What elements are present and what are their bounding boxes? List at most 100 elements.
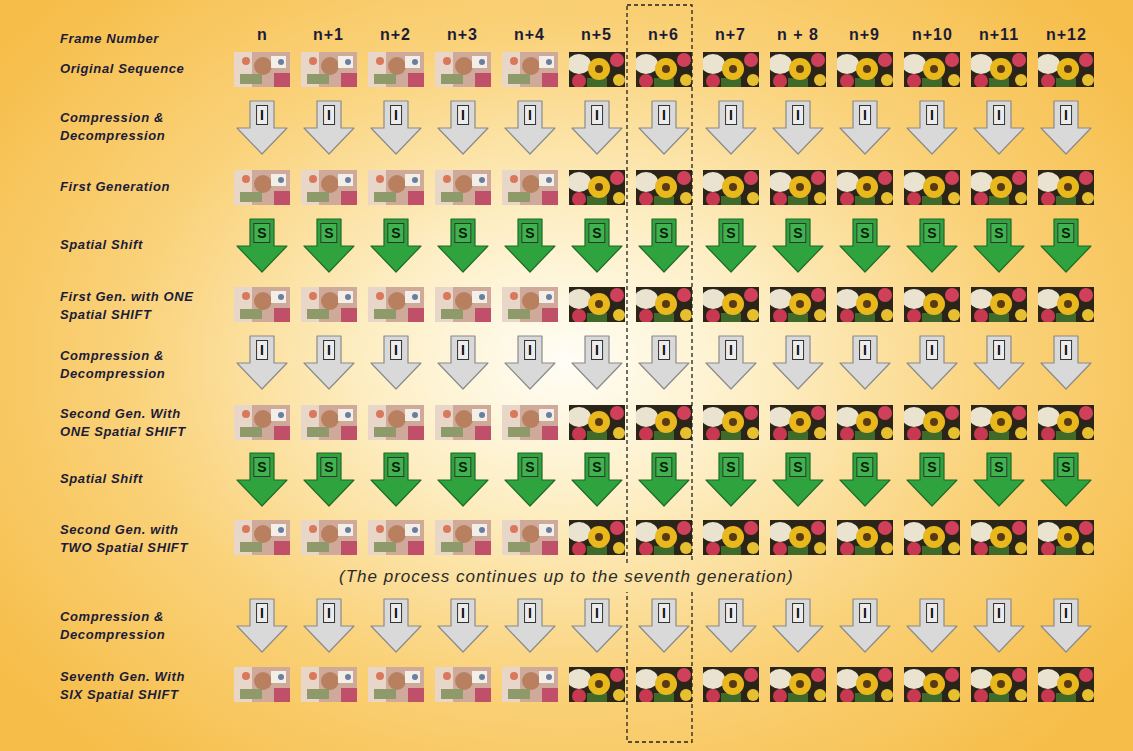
step-letter: I: [457, 340, 469, 360]
step-letter: I: [256, 603, 268, 623]
frame-number: n+7: [715, 26, 746, 44]
spatial-shift-step: S: [504, 452, 556, 507]
compression-step: I: [303, 598, 355, 653]
compression-step: I: [839, 100, 891, 155]
step-letter: I: [926, 105, 938, 125]
step-letter: I: [792, 340, 804, 360]
row-label: Second Gen. with TWO Spatial SHIFT: [60, 521, 200, 557]
step-letter: I: [256, 340, 268, 360]
step-letter: I: [725, 340, 737, 360]
spatial-shift-step: S: [705, 452, 757, 507]
compression-step: I: [973, 598, 1025, 653]
step-letter: I: [591, 105, 603, 125]
step-letter: I: [926, 603, 938, 623]
step-letter: S: [655, 223, 672, 243]
frame-number: n+9: [849, 26, 880, 44]
step-letter: S: [387, 457, 404, 477]
row-label: Second Gen. With ONE Spatial SHIFT: [60, 405, 200, 441]
step-letter: I: [658, 603, 670, 623]
step-letter: S: [253, 457, 270, 477]
compression-step: I: [705, 100, 757, 155]
step-letter: S: [856, 457, 873, 477]
compression-step: I: [370, 100, 422, 155]
compression-step: I: [437, 100, 489, 155]
step-letter: I: [993, 340, 1005, 360]
step-letter: S: [789, 457, 806, 477]
step-letter: I: [390, 603, 402, 623]
row-label: Spatial Shift: [60, 236, 200, 254]
row-label: Compression & Decompression: [60, 608, 200, 644]
compression-step: I: [638, 100, 690, 155]
spatial-shift-step: S: [839, 452, 891, 507]
frame-number: n+4: [514, 26, 545, 44]
compression-step: I: [1040, 100, 1092, 155]
step-letter: S: [856, 223, 873, 243]
step-letter: I: [792, 105, 804, 125]
row-label: Seventh Gen. With SIX Spatial SHIFT: [60, 668, 200, 704]
spatial-shift-step: S: [303, 218, 355, 273]
spatial-shift-step: S: [236, 452, 288, 507]
compression-step: I: [1040, 335, 1092, 390]
spatial-shift-step: S: [839, 218, 891, 273]
step-letter: S: [722, 457, 739, 477]
step-letter: I: [323, 105, 335, 125]
step-letter: I: [658, 105, 670, 125]
spatial-shift-step: S: [973, 452, 1025, 507]
step-letter: I: [859, 603, 871, 623]
step-letter: I: [390, 340, 402, 360]
compression-step: I: [303, 335, 355, 390]
step-letter: S: [990, 457, 1007, 477]
row-label: Compression & Decompression: [60, 109, 200, 145]
compression-step: I: [973, 100, 1025, 155]
compression-step: I: [839, 598, 891, 653]
frame-number: n+11: [979, 26, 1019, 44]
step-letter: S: [722, 223, 739, 243]
compression-step: I: [839, 335, 891, 390]
compression-step: I: [772, 335, 824, 390]
frame-number: n+6: [648, 26, 679, 44]
spatial-shift-step: S: [236, 218, 288, 273]
step-letter: S: [588, 457, 605, 477]
step-letter: I: [256, 105, 268, 125]
step-letter: I: [323, 340, 335, 360]
compression-step: I: [437, 598, 489, 653]
spatial-shift-step: S: [638, 218, 690, 273]
row-label: Original Sequence: [60, 60, 200, 78]
frame-number: n: [257, 26, 268, 44]
step-letter: S: [320, 223, 337, 243]
spatial-shift-step: S: [638, 452, 690, 507]
step-letter: I: [390, 105, 402, 125]
step-letter: S: [990, 223, 1007, 243]
step-letter: S: [454, 457, 471, 477]
step-letter: I: [524, 105, 536, 125]
step-letter: I: [524, 340, 536, 360]
step-letter: S: [588, 223, 605, 243]
compression-step: I: [236, 335, 288, 390]
step-letter: I: [1060, 105, 1072, 125]
step-letter: S: [1057, 223, 1074, 243]
spatial-shift-step: S: [1040, 218, 1092, 273]
spatial-shift-step: S: [370, 218, 422, 273]
compression-step: I: [370, 335, 422, 390]
compression-step: I: [437, 335, 489, 390]
compression-step: I: [906, 100, 958, 155]
spatial-shift-step: S: [504, 218, 556, 273]
compression-step: I: [906, 598, 958, 653]
step-letter: I: [859, 340, 871, 360]
row-label: First Gen. with ONE Spatial SHIFT: [60, 288, 200, 324]
step-letter: I: [457, 105, 469, 125]
step-letter: S: [789, 223, 806, 243]
step-letter: I: [457, 603, 469, 623]
step-letter: I: [993, 105, 1005, 125]
compression-step: I: [504, 335, 556, 390]
row-label: Compression & Decompression: [60, 347, 200, 383]
compression-step: I: [571, 100, 623, 155]
compression-step: I: [705, 335, 757, 390]
step-letter: S: [923, 223, 940, 243]
compression-step: I: [504, 100, 556, 155]
compression-step: I: [504, 598, 556, 653]
step-letter: I: [792, 603, 804, 623]
spatial-shift-step: S: [973, 218, 1025, 273]
frame-number: n+2: [380, 26, 411, 44]
step-letter: I: [524, 603, 536, 623]
